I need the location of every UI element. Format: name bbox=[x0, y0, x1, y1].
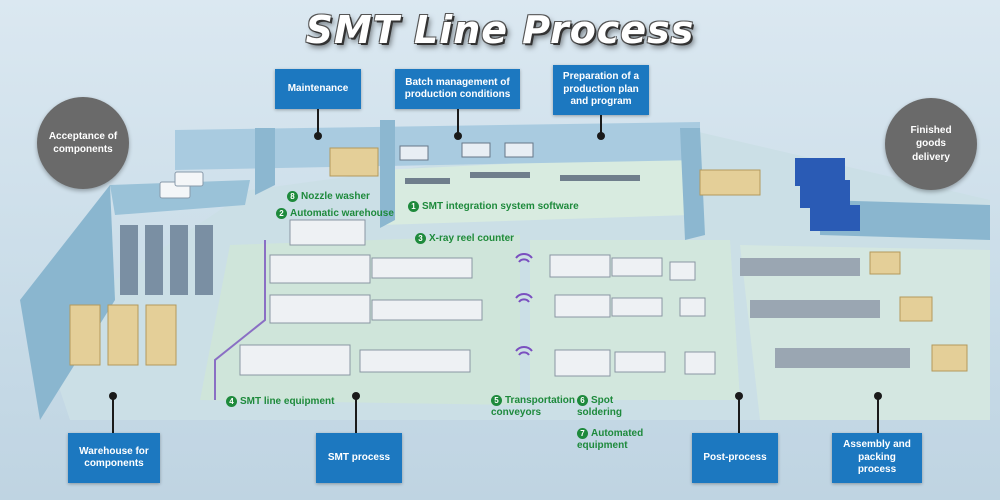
step-text: Transportation conveyors bbox=[491, 395, 576, 418]
step-number: 5 bbox=[491, 395, 502, 406]
label-warehouse-text: Warehouse for components bbox=[79, 445, 149, 470]
step-number: 3 bbox=[415, 233, 426, 244]
label-preparation-plan-text: Preparation of a production plan and pro… bbox=[562, 71, 640, 108]
step-text: X-ray reel counter bbox=[429, 233, 515, 244]
label-maintenance-text: Maintenance bbox=[287, 82, 349, 94]
step-text: Automated equipment bbox=[577, 428, 644, 451]
step-number: 8 bbox=[287, 191, 298, 202]
leader-post-process bbox=[735, 392, 743, 433]
step-text: SMT integration system software bbox=[422, 201, 579, 212]
step-number: 6 bbox=[577, 395, 588, 406]
leader-batch-management bbox=[454, 109, 462, 140]
step-text: SMT line equipment bbox=[240, 396, 335, 407]
step-number: 1 bbox=[408, 201, 419, 212]
step-number: 4 bbox=[226, 396, 237, 407]
step-text: Automatic warehouse bbox=[290, 208, 394, 219]
label-post-process: Post-process bbox=[692, 433, 778, 483]
label-assembly-text: Assembly and packing process bbox=[843, 439, 911, 476]
label-preparation-plan: Preparation of a production plan and pro… bbox=[553, 65, 649, 115]
circle-finished-text: Finished goods delivery bbox=[910, 124, 952, 163]
label-batch-management: Batch management of production condition… bbox=[395, 69, 520, 109]
label-smt-process: SMT process bbox=[316, 433, 402, 483]
step-number: 7 bbox=[577, 428, 588, 439]
leader-maintenance bbox=[314, 109, 322, 140]
step-text: Spot soldering bbox=[577, 395, 623, 418]
label-assembly-and-packing: Assembly and packing process bbox=[832, 433, 922, 483]
label-batch-management-text: Batch management of production condition… bbox=[404, 76, 511, 101]
label-maintenance: Maintenance bbox=[275, 69, 361, 109]
label-post-process-text: Post-process bbox=[703, 451, 767, 463]
leader-preparation-plan bbox=[597, 115, 605, 140]
label-smt-process-text: SMT process bbox=[327, 451, 391, 463]
leader-assembly bbox=[874, 392, 882, 433]
circle-acceptance-text: Acceptance of components bbox=[48, 130, 118, 156]
step-number: 2 bbox=[276, 208, 287, 219]
leader-warehouse bbox=[109, 392, 117, 433]
step-text: Nozzle washer bbox=[301, 191, 370, 202]
circle-finished-goods-delivery: Finished goods delivery bbox=[885, 98, 977, 190]
circle-acceptance-of-components: Acceptance of components bbox=[37, 97, 129, 189]
label-warehouse-for-components: Warehouse for components bbox=[68, 433, 160, 483]
leader-smt-process bbox=[352, 392, 360, 433]
page-title: SMT Line Process bbox=[305, 8, 695, 52]
